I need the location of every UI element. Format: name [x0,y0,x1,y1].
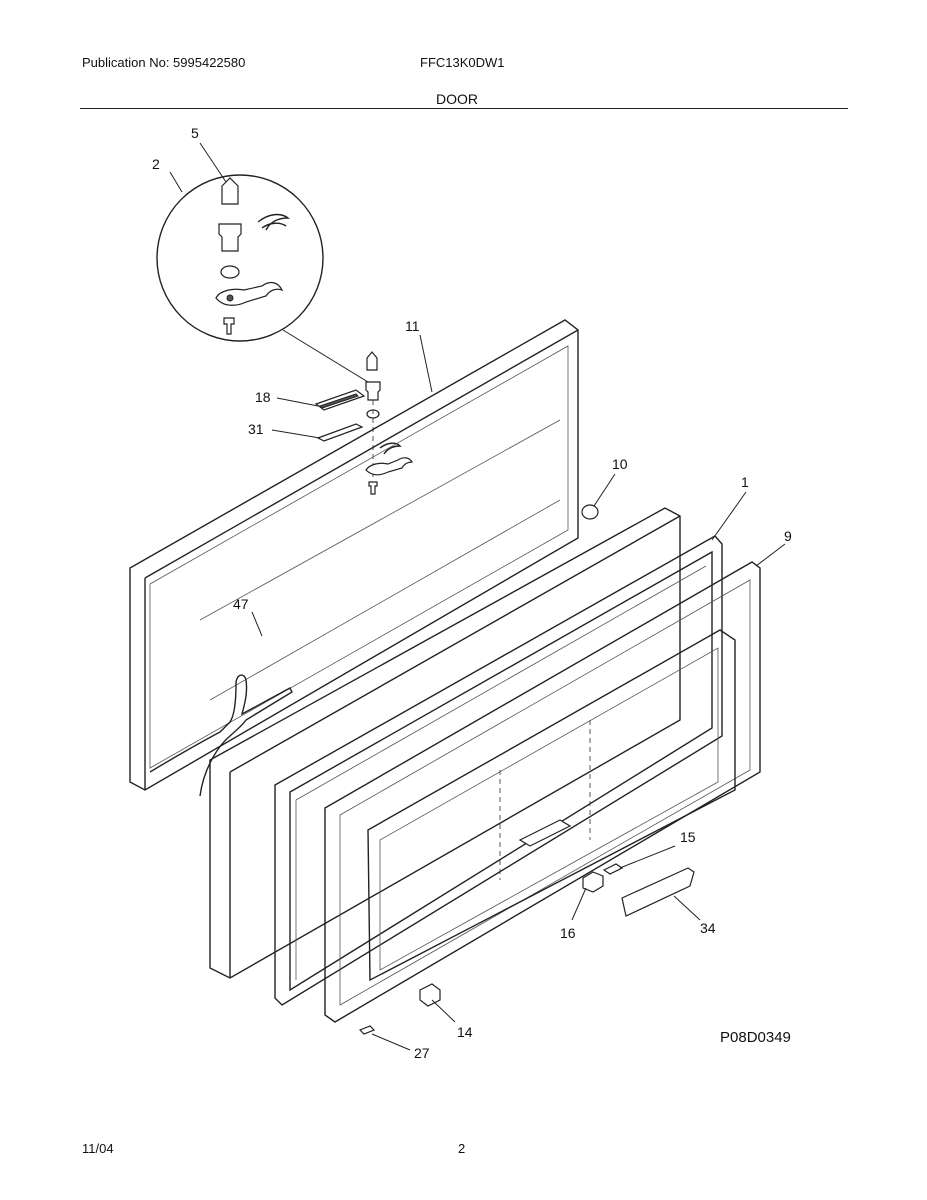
callout-16: 16 [560,925,576,941]
part-9-inner-liner [324,561,761,1023]
callout-5: 5 [191,125,199,141]
callout-27: 27 [414,1045,430,1061]
model-number: FFC13K0DW1 [420,55,505,70]
section-title: DOOR [436,91,478,107]
callout-1: 1 [741,474,749,490]
part-11-outer-door-panel [129,319,579,791]
callout-31: 31 [248,421,264,437]
publication-number: Publication No: 5995422580 [82,55,246,70]
callout-11: 11 [405,318,420,334]
part-15-socket [602,863,624,875]
callout-labels: 5 2 11 18 31 10 1 9 47 15 16 34 14 27 [152,125,792,1061]
part-31-gasket [316,423,364,442]
part-16-lamp [582,871,604,893]
header-rule [80,108,848,109]
callout-10: 10 [612,456,628,472]
part-47-wire [149,674,293,797]
detail-leader [282,329,369,383]
callout-9: 9 [784,528,792,544]
callout-18: 18 [255,389,271,405]
footer-date: 11/04 [82,1141,114,1156]
hinge-assembly [365,351,413,495]
page-number: 2 [458,1141,466,1156]
callout-2: 2 [152,156,160,172]
part-14-switch [419,983,441,1007]
callout-15: 15 [680,829,696,845]
door-insulation [209,507,681,979]
part-10-plug [581,504,599,520]
part-27-screw [358,1025,376,1035]
part-1-door-gasket [274,535,723,1006]
callout-14: 14 [457,1024,473,1040]
part-34-lamp-cover [621,867,695,917]
callout-47: 47 [233,596,249,612]
hinge-detail-circle [156,174,324,342]
figure-id: P08D0349 [720,1029,791,1046]
callout-34: 34 [700,920,716,936]
callout-leaders [169,142,786,1051]
